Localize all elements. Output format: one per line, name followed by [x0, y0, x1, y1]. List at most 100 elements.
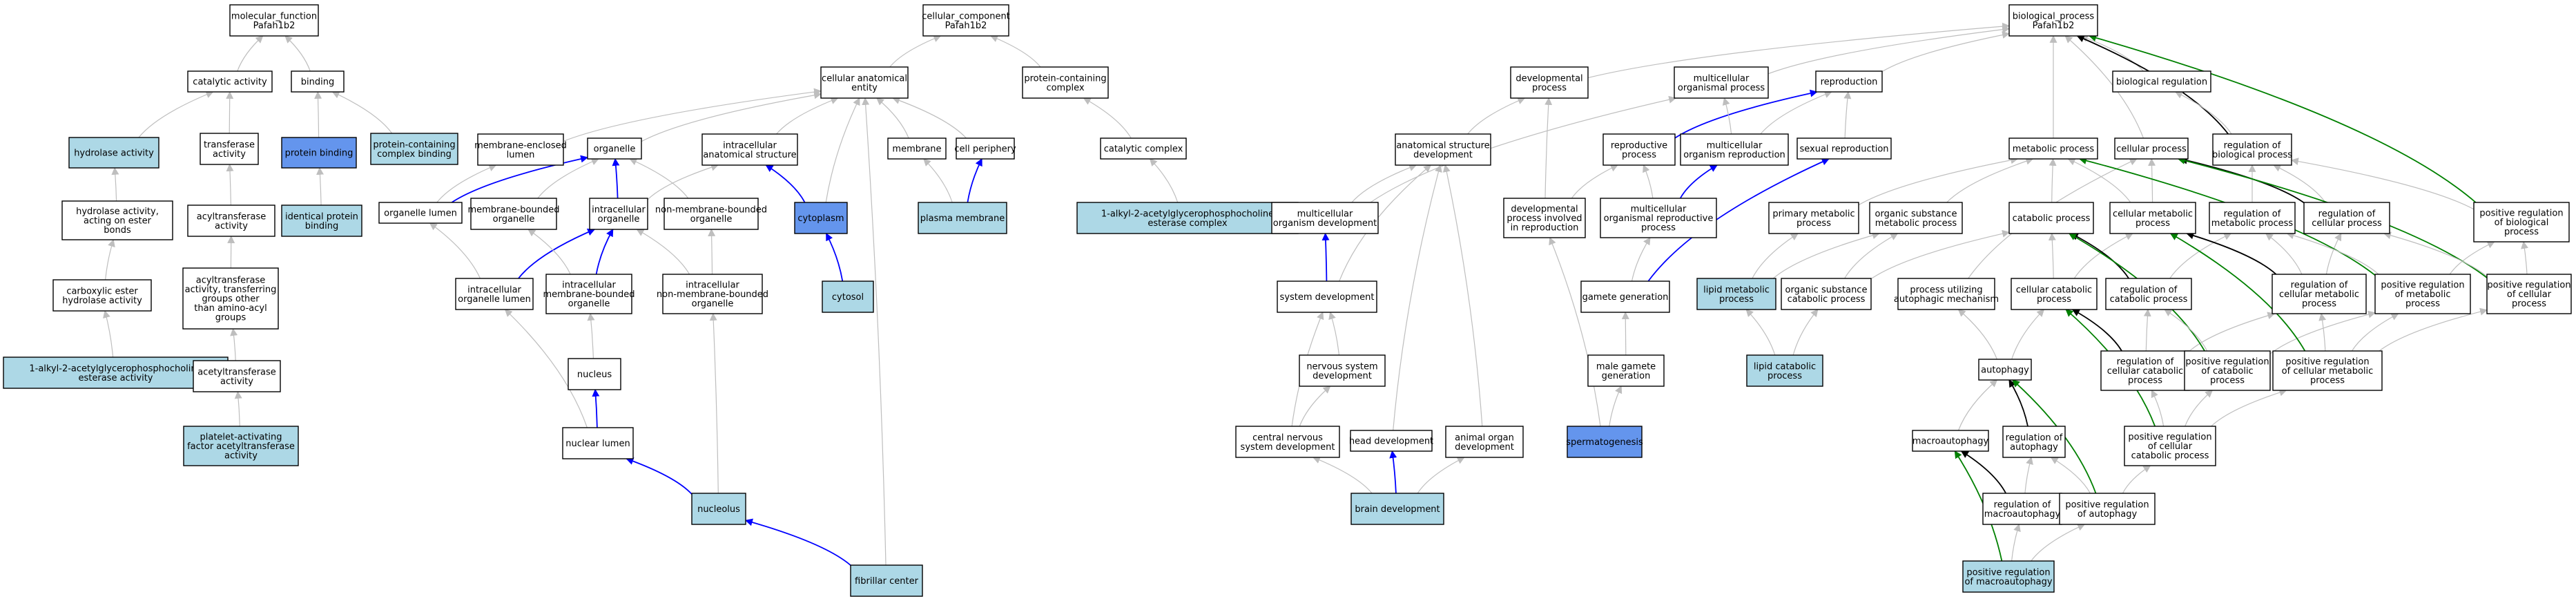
go-term-node-binding[interactable]: binding [291, 70, 345, 93]
go-term-node-plasmamem[interactable]: plasma membrane [918, 202, 1007, 234]
edge-orgsubcat-to-catproc [1870, 229, 2011, 280]
node-box [2008, 4, 2098, 37]
go-term-node-nucleolus[interactable]: nucleolus [691, 493, 746, 525]
go-term-node-gametegen[interactable]: gamete generation [1580, 281, 1670, 313]
go-term-node-metproc[interactable]: metabolic process [2008, 137, 2098, 160]
go-term-node-headdev[interactable]: head development [1349, 430, 1433, 452]
go-term-node-cellproc[interactable]: cellular process [2114, 137, 2189, 160]
go-term-node-catproc[interactable]: catabolic process [2008, 202, 2094, 234]
go-term-node-membrane[interactable]: membrane [887, 137, 947, 160]
go-term-node-braindev[interactable]: brain development [1350, 493, 1444, 525]
go-term-node-cytosol[interactable]: cytosol [822, 281, 874, 313]
node-label-line: activity [215, 221, 248, 231]
go-term-node-protbind[interactable]: protein binding [281, 137, 357, 169]
node-label-line: male gamete [1596, 361, 1656, 372]
go-term-node-orglumen[interactable]: organelle lumen [378, 202, 463, 224]
go-term-node-catact[interactable]: catalytic activity [187, 70, 273, 93]
go-term-node-repro[interactable]: reproduction [1815, 70, 1883, 93]
edge-nuclumen-to-icorglumen [504, 309, 588, 428]
go-term-node-organelle[interactable]: organelle [587, 137, 642, 160]
go-term-node-autophagy[interactable]: autophagy [1978, 359, 2032, 381]
go-term-node-cytoplasm[interactable]: cytoplasm [794, 202, 848, 234]
go-term-node-hydro[interactable]: hydrolase activity [68, 137, 159, 169]
go-term-node-spermato[interactable]: spermatogenesis [1566, 426, 1643, 458]
go-term-node-cellper[interactable]: cell periphery [954, 137, 1016, 160]
go-term-node-bioreg[interactable]: biological regulation [2112, 70, 2211, 93]
go-term-node-catcomp[interactable]: catalytic complex [1100, 137, 1187, 160]
go-term-node-macroaut[interactable]: macroautophagy [1912, 430, 1989, 452]
go-term-node-nuclumen[interactable]: nuclear lumen [562, 427, 634, 459]
edge-gametegen-to-multiorgrepro [1631, 237, 1651, 282]
go-term-node-sysdev[interactable]: system development [1277, 281, 1377, 313]
edge-posregcat-to-regcat [2164, 309, 2208, 352]
edge-posregmet-to-posregbio [2449, 241, 2495, 275]
go-term-node-nucleus[interactable]: nucleus [568, 358, 621, 390]
go-term-node-fibcenter[interactable]: fibrillar center [850, 564, 923, 597]
go-term-node-sexrepro[interactable]: sexual reproduction [1797, 137, 1892, 160]
node-label-line: process [1768, 371, 1802, 381]
